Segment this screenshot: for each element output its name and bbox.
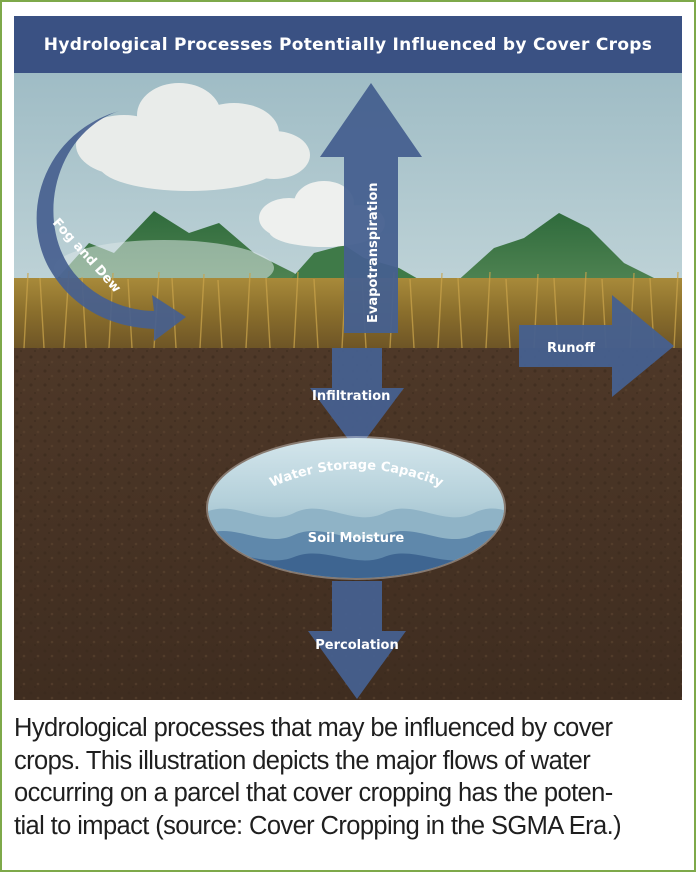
hydrology-illustration: Fog and Dew Evapotranspiration Runoff In… bbox=[14, 73, 682, 700]
caption-line-2: crops. This illustration depicts the maj… bbox=[14, 746, 591, 775]
evapotranspiration-label: Evapotranspiration bbox=[366, 182, 381, 323]
evapotranspiration-arrow bbox=[320, 83, 422, 333]
caption-line-4: tial to impact (source: Cover Cropping i… bbox=[14, 811, 622, 840]
caption-line-3: occurring on a parcel that cover croppin… bbox=[14, 779, 613, 807]
caption-line-1: Hydrological processes that may be influ… bbox=[14, 714, 613, 742]
figure-title: Hydrological Processes Potentially Influ… bbox=[14, 16, 682, 73]
figure-caption: Hydrological processes that may be influ… bbox=[14, 712, 682, 842]
water-storage-reservoir bbox=[206, 436, 506, 580]
soil-moisture-label: Soil Moisture bbox=[308, 531, 405, 546]
infiltration-arrow bbox=[310, 348, 404, 451]
percolation-arrow bbox=[308, 581, 406, 699]
infiltration-label: Infiltration bbox=[312, 389, 390, 404]
runoff-arrow bbox=[519, 295, 674, 397]
runoff-label: Runoff bbox=[547, 341, 595, 356]
fog-and-dew-arrow bbox=[36, 111, 186, 341]
percolation-label: Percolation bbox=[315, 638, 398, 653]
cloud-large bbox=[76, 83, 310, 191]
